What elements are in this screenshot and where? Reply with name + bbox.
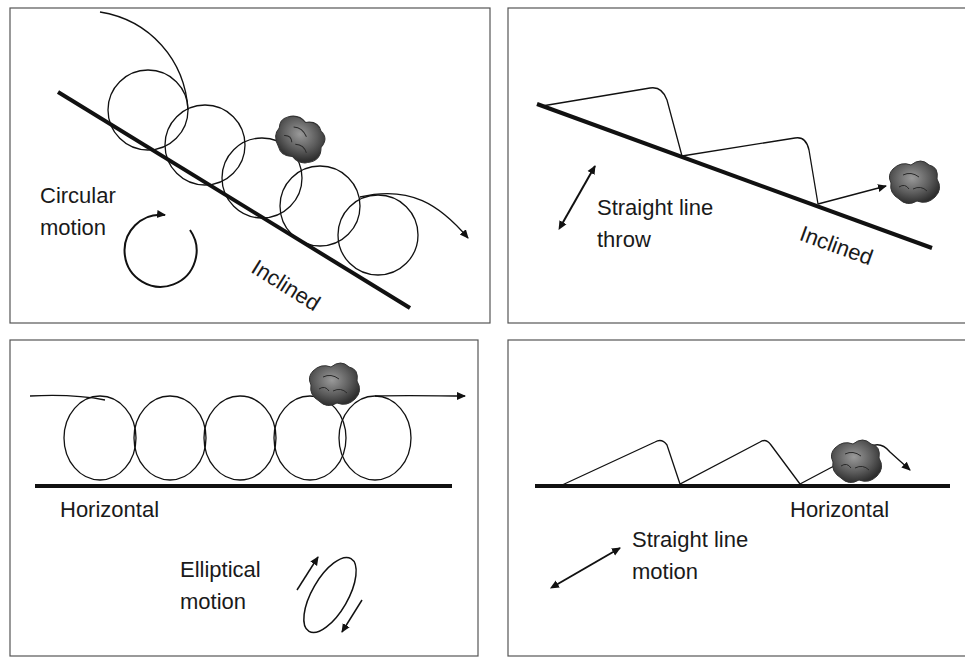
motion-label: Elliptical motion [180, 554, 290, 618]
deck-label: Horizontal [790, 494, 910, 526]
motion-label: Straight line throw [597, 192, 722, 256]
motion-label: Circular motion [40, 180, 132, 244]
deck-label: Horizontal [60, 494, 180, 526]
panel-frame [10, 340, 478, 656]
panel-frame [508, 340, 965, 656]
panel-frame [508, 8, 965, 323]
motion-label: Straight line motion [632, 524, 772, 588]
deck-label: Inclined [245, 252, 347, 332]
deck-label: Inclined [795, 218, 900, 282]
